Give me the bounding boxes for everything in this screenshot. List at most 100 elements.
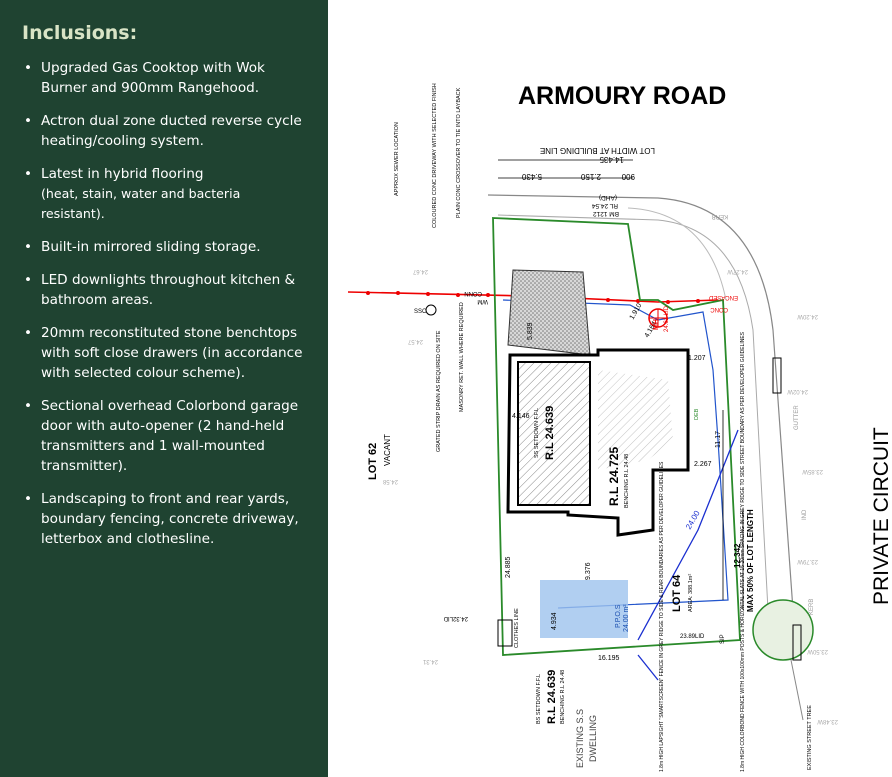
clothesline-symbol	[497, 619, 513, 647]
kerb-label-top: KERB	[712, 213, 728, 219]
dim-5839: 5.839	[527, 322, 534, 340]
garage-rl-sub: SS SETDOWN F.F.L	[534, 408, 540, 458]
ppos-area-label: 24.00 m²	[623, 604, 630, 632]
inclusion-text: Upgraded Gas Cooktop with Wok Burner and…	[41, 60, 265, 96]
lid-left: 24.32LID	[443, 615, 468, 621]
max-length-label: MAX 50% OF LOT LENGTH	[746, 509, 755, 612]
sewer-note: APPROX SEWER LOCATION	[394, 122, 400, 196]
inclusion-item: Actron dual zone ducted reverse cycle he…	[22, 111, 308, 151]
gutter-label: GUTTER	[794, 405, 800, 430]
ind-label: IND	[802, 509, 808, 520]
dim-16195: 16.195	[598, 655, 620, 662]
svg-text:24.27W: 24.27W	[727, 268, 748, 274]
svg-text:24.58: 24.58	[382, 478, 398, 484]
road-name: ARMOURY ROAD	[518, 82, 726, 110]
conn-label: CONN	[464, 290, 482, 296]
sip-lid: 23.89LID	[680, 634, 705, 640]
inclusion-text: Sectional overhead Colorbond garage door…	[41, 398, 299, 474]
dim-11: 11.17	[715, 431, 722, 448]
sip-label: SIP	[720, 634, 726, 644]
lot-64-label: LOT 64	[671, 574, 683, 612]
inclusion-text: LED downlights throughout kitchen & bath…	[41, 272, 296, 308]
dim-1207: 1.207	[688, 355, 706, 362]
road-footpath-line	[497, 214, 769, 611]
mh-rl: 24.61 LID	[664, 305, 670, 332]
inclusions-heading: Inclusions:	[22, 22, 138, 44]
svg-text:24.31: 24.31	[422, 658, 438, 664]
bottom-rl-sub: BENCHING R.L 24.48	[560, 670, 566, 724]
inclusion-item: LED downlights throughout kitchen & bath…	[22, 270, 308, 310]
dim-4146: 4.146	[512, 413, 530, 420]
kerb-label: KERB	[809, 599, 815, 615]
dwelling-label: DWELLING	[588, 715, 598, 762]
garage-rl: R.L 24.639	[544, 406, 556, 460]
ssc-label: SSC	[414, 309, 427, 315]
inclusion-text: Latest in hybrid flooring	[41, 166, 204, 182]
existing-label: EXISTING S.S	[575, 709, 585, 768]
svg-text:23.50W: 23.50W	[807, 648, 828, 654]
ppos-label: P.P.O.S	[615, 604, 622, 628]
svg-text:24.57: 24.57	[407, 338, 423, 344]
inclusion-text: 20mm reconstituted stone benchtops with …	[41, 325, 303, 381]
inclusion-text: Actron dual zone ducted reverse cycle he…	[41, 113, 302, 149]
vacant-label: VACANT	[383, 434, 392, 466]
road-kerb-line	[487, 194, 794, 611]
spot-levels: 24.27W 24.20W 24.02W 23.85W 23.79W 23.50…	[382, 268, 838, 724]
house-rl: R.L 24.725	[607, 447, 621, 506]
deb-label: DEB	[694, 408, 700, 420]
driveway-note: COLOURED CONC DRIVEWAY WITH SELECTED FIN…	[432, 83, 438, 228]
fence-note-2: 1.8m HIGH COLORBOND FENCE WITH 100x100mm…	[740, 331, 746, 772]
bottom-rl: R.L 24.639	[546, 670, 558, 724]
svg-text:23.48W: 23.48W	[817, 718, 838, 724]
clothesline-label: CLOTHES LINE	[514, 608, 520, 648]
svg-text:24.67: 24.67	[412, 268, 428, 274]
bm-ahd: (AHD)	[599, 194, 617, 201]
site-plan: ARMOURY ROAD PRIVATE CIRCUIT LOT W	[328, 0, 892, 777]
sewer-symbol	[425, 304, 437, 316]
dim-24885: 24.885	[505, 556, 512, 578]
svg-text:23.85W: 23.85W	[802, 468, 823, 474]
inclusion-text: Built-in mirrored sliding storage.	[41, 239, 261, 255]
bottom-rl-top: BS SETDOWN F.F.L	[536, 674, 542, 724]
svg-text:23.79W: 23.79W	[797, 558, 818, 564]
alfresco-hatch	[598, 370, 673, 470]
inclusions-panel: Inclusions: Upgraded Gas Cooktop with Wo…	[0, 0, 328, 777]
street-name: PRIVATE CIRCUIT	[870, 427, 892, 605]
lot-width-value: 14.435	[599, 155, 624, 164]
inclusions-list: Upgraded Gas Cooktop with Wok Burner and…	[22, 58, 308, 549]
setback-line	[502, 299, 729, 609]
strip-drain-note: GRATED STRIP DRAIN AS REQUIRED ON SITE	[436, 330, 442, 452]
masonry-note: MASONRY RET. WALL WHERE REQUIRED	[459, 302, 465, 412]
house-rl-sub: BENCHING R.L 24.48	[624, 454, 630, 508]
dim-5430: 5.430	[521, 172, 542, 181]
wm-label: WM	[477, 298, 488, 304]
inclusion-note: (heat, stain, water and bacteria resista…	[41, 186, 241, 221]
mh-label: MH	[653, 319, 660, 330]
contour-line-2	[637, 654, 659, 681]
bm-label: BM 1212	[593, 210, 619, 217]
dim-2267: 2.267	[694, 461, 712, 468]
fence-note-1: 1.8m HIGH LAPSIGHT "SMARTSCREEN" FENCE I…	[659, 461, 665, 772]
footpath-curve	[627, 207, 727, 301]
svg-text:24.02W: 24.02W	[787, 388, 808, 394]
service-line	[347, 291, 719, 303]
inclusion-item: Sectional overhead Colorbond garage door…	[22, 396, 308, 476]
crossover-note: PLAIN CONC CROSSOVER TO TIE INTO LAYBACK	[456, 87, 462, 218]
contour-line	[637, 429, 739, 641]
inclusion-item: 20mm reconstituted stone benchtops with …	[22, 323, 308, 383]
lot-area: AREA: 388.1m²	[688, 574, 694, 612]
inclusion-item: Upgraded Gas Cooktop with Wok Burner and…	[22, 58, 308, 98]
bm-rl: RL 24.54	[591, 202, 618, 209]
dim-9376: 9.376	[585, 562, 592, 580]
site-plan-drawing: ARMOURY ROAD PRIVATE CIRCUIT LOT W	[347, 82, 892, 772]
max-length-value: 12.342	[733, 543, 742, 568]
encased-label: ENCASED	[708, 294, 738, 300]
street-tree-note: EXISTING STREET TREE	[807, 705, 813, 770]
ppos-area	[540, 580, 628, 638]
lot-62-label: LOT 62	[367, 443, 379, 480]
inclusion-item: Built-in mirrored sliding storage.	[22, 237, 308, 257]
driveway	[507, 269, 591, 356]
street-tree-symbol	[752, 599, 814, 661]
inclusion-item: Latest in hybrid flooring (heat, stain, w…	[22, 164, 308, 224]
svg-text:24.20W: 24.20W	[797, 313, 818, 319]
